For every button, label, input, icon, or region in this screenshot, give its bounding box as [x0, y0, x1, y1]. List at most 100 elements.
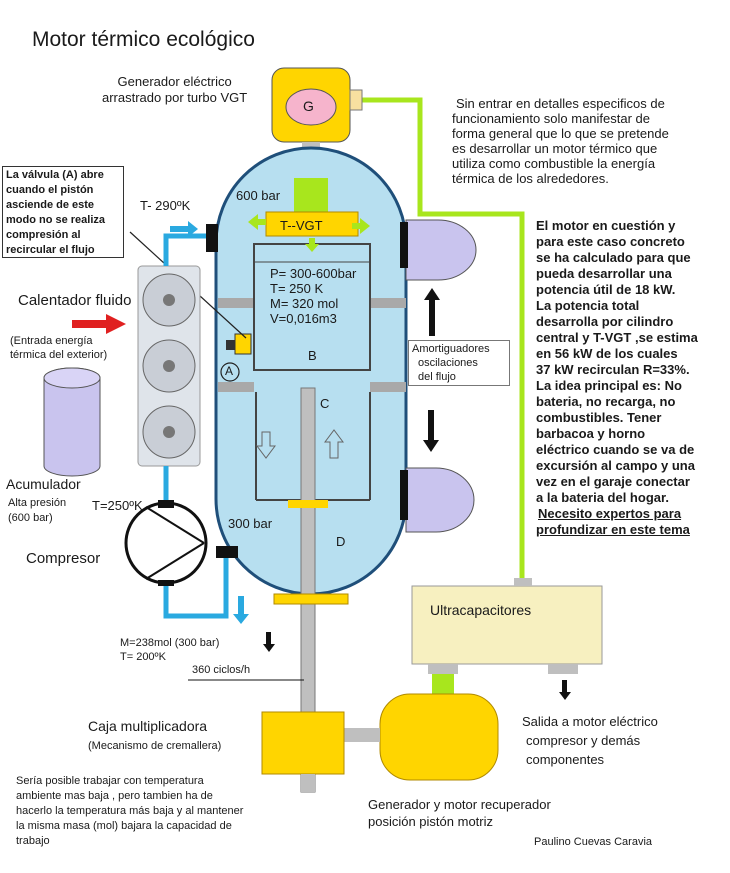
valve-note: La válvula (A) abre cuando el pistón asc…	[2, 166, 124, 258]
valve-note-line-2: cuando el pistón	[6, 184, 94, 196]
arrow-up-right	[424, 288, 440, 336]
down-arrow-c	[256, 431, 276, 459]
ultracap-terminal-top	[514, 578, 532, 586]
low-state-line-2: T= 200ºK	[120, 651, 166, 663]
intro-line-6: térmica de los alrededores.	[452, 171, 609, 186]
generator-label-line-1: Generador eléctrico	[117, 74, 232, 89]
intro-line-3: forma general que lo que se pretende	[452, 126, 669, 141]
motor-line-9: en 56 kW de los cuales	[536, 346, 678, 361]
arrow-down-outlet	[559, 680, 571, 700]
valve-note-line-3: asciende de este	[6, 199, 95, 211]
valve-note-line-6: recircular el flujo	[6, 244, 95, 256]
arrow-down-right	[423, 410, 439, 452]
motor-line-11: La idea principal es: No	[536, 378, 682, 393]
recuperator-label: Generador y motor recuperador posición p…	[368, 796, 551, 830]
chamber-temp: T= 250 K	[270, 281, 324, 296]
heater-sub: (Entrada energía térmica del exterior)	[10, 334, 107, 362]
outlet-line-1: Salida a motor eléctrico	[522, 714, 658, 729]
heater-sub-line-2: térmica del exterior)	[10, 349, 108, 361]
motor-line-15: eléctrico cuando se va de	[536, 442, 695, 457]
generator-label: Generador eléctrico arrastrado por turbo…	[102, 74, 247, 106]
recuperator-coupling	[344, 728, 380, 742]
turbo-label: T--VGT	[280, 218, 323, 233]
up-arrow-c	[324, 429, 344, 459]
fan-2-hub	[163, 360, 175, 372]
green-piston	[294, 178, 328, 212]
recuperator-box	[379, 693, 499, 781]
temp-top: T- 290ºK	[140, 198, 191, 213]
gearbox-sub: (Mecanismo de cremallera)	[88, 740, 222, 752]
motor-line-12: bateria, no recarga, no	[536, 394, 676, 409]
heater-label: Calentador fluido	[18, 292, 132, 309]
motor-line-5: potencia útil de 18 kW.	[536, 282, 676, 297]
pipe-compressor-return	[163, 552, 229, 619]
valve-note-line-5: compresión al	[6, 229, 81, 241]
ultracap-terminal-right	[548, 664, 578, 674]
motor-text: El motor en cuestión y para este caso co…	[536, 218, 698, 538]
damper-label-line-3: del flujo	[418, 371, 456, 383]
generator-label-line-2: arrastrado por turbo VGT	[102, 90, 248, 105]
intro-text: Sin entrar en detalles especificos de fu…	[452, 96, 669, 186]
chamber-mass: M= 320 mol	[270, 296, 339, 311]
mid-plate-left	[218, 382, 254, 392]
valve-a-marker	[220, 362, 240, 382]
pipe-top	[163, 233, 212, 266]
motor-line-6: La potencia total	[536, 298, 640, 313]
chamber-b	[253, 243, 371, 371]
intro-line-4: es desarrollar un motor térmico que	[452, 141, 658, 156]
bottom-note: Sería posible trabajar con temperatura a…	[16, 774, 243, 849]
bottom-note-line-4: la misma masa (mol) bajara la capacidad …	[16, 820, 232, 832]
damper-upper-seal	[400, 222, 408, 268]
label-c: C	[320, 396, 330, 411]
bottom-note-line-5: trabajo	[16, 835, 50, 847]
fan-3-hub	[163, 426, 175, 438]
generator-connector	[349, 89, 363, 111]
generator-circle	[285, 88, 337, 126]
valve-a-seat	[226, 340, 235, 350]
heater-sub-line-1: (Entrada energía	[10, 335, 93, 347]
mid-plate-right	[370, 382, 406, 392]
accumulator-sub-line-2: (600 bar)	[8, 512, 53, 524]
intro-line-2: funcionamiento solo manifestar de	[452, 111, 651, 126]
label-d: D	[336, 534, 346, 549]
pipe-top-seal	[206, 224, 218, 252]
experts-line-1: Necesito expertos para	[538, 506, 682, 521]
heat-input-arrow	[72, 314, 126, 334]
experts-line-2: profundizar en este tema	[536, 522, 690, 537]
accumulator-top	[43, 367, 101, 389]
damper-lower	[405, 467, 475, 533]
tvgt-arrow-right	[352, 218, 370, 234]
bottom-note-line-2: ambiente mas baja , pero tambien ha de	[16, 790, 213, 802]
chamber-volume: V=0,016m3	[270, 311, 337, 326]
compressor-line-2	[145, 542, 205, 580]
gearbox-label: Caja multiplicadora	[88, 718, 208, 734]
recuperator-line-1: Generador y motor recuperador	[368, 797, 551, 812]
compressor-line-1	[145, 506, 205, 544]
damper-upper	[405, 219, 477, 281]
fan-1-hub	[163, 294, 175, 306]
accumulator-sub: Alta presión (600 bar)	[8, 496, 66, 526]
accumulator-label: Acumulador	[6, 476, 81, 492]
motor-line-17: vez en el garaje conectar	[536, 474, 690, 489]
motor-line-8: central y T-VGT ,se estima	[536, 330, 698, 345]
motor-line-16: excursión al campo y una	[536, 458, 695, 473]
compressor-label: Compresor	[26, 550, 101, 567]
accumulator-sub-line-1: Alta presión	[8, 497, 67, 509]
damper-label: Amortiguadores oscilaciones del flujo	[408, 340, 510, 386]
motor-line-1: El motor en cuestión y	[536, 218, 676, 233]
arrow-down-center	[263, 632, 275, 652]
damper-lower-seal	[400, 470, 408, 520]
bottom-note-line-3: hacerlo la temperatura más baja y al man…	[16, 805, 244, 817]
outlet-line-3: componentes	[526, 752, 605, 767]
generator-symbol: G	[303, 98, 314, 114]
temp-250: T=250ºK	[92, 498, 143, 513]
motor-line-14: barbacoa y horno	[536, 426, 646, 441]
pressure-top: 600 bar	[236, 188, 281, 203]
compressor-circle	[124, 501, 208, 585]
valve-note-line-4: modo no se realiza	[6, 214, 106, 226]
pipe-return-seal	[216, 546, 238, 558]
motor-line-3: se ha calculado para que	[536, 250, 691, 265]
damper-label-line-2: oscilaciones	[418, 357, 478, 369]
